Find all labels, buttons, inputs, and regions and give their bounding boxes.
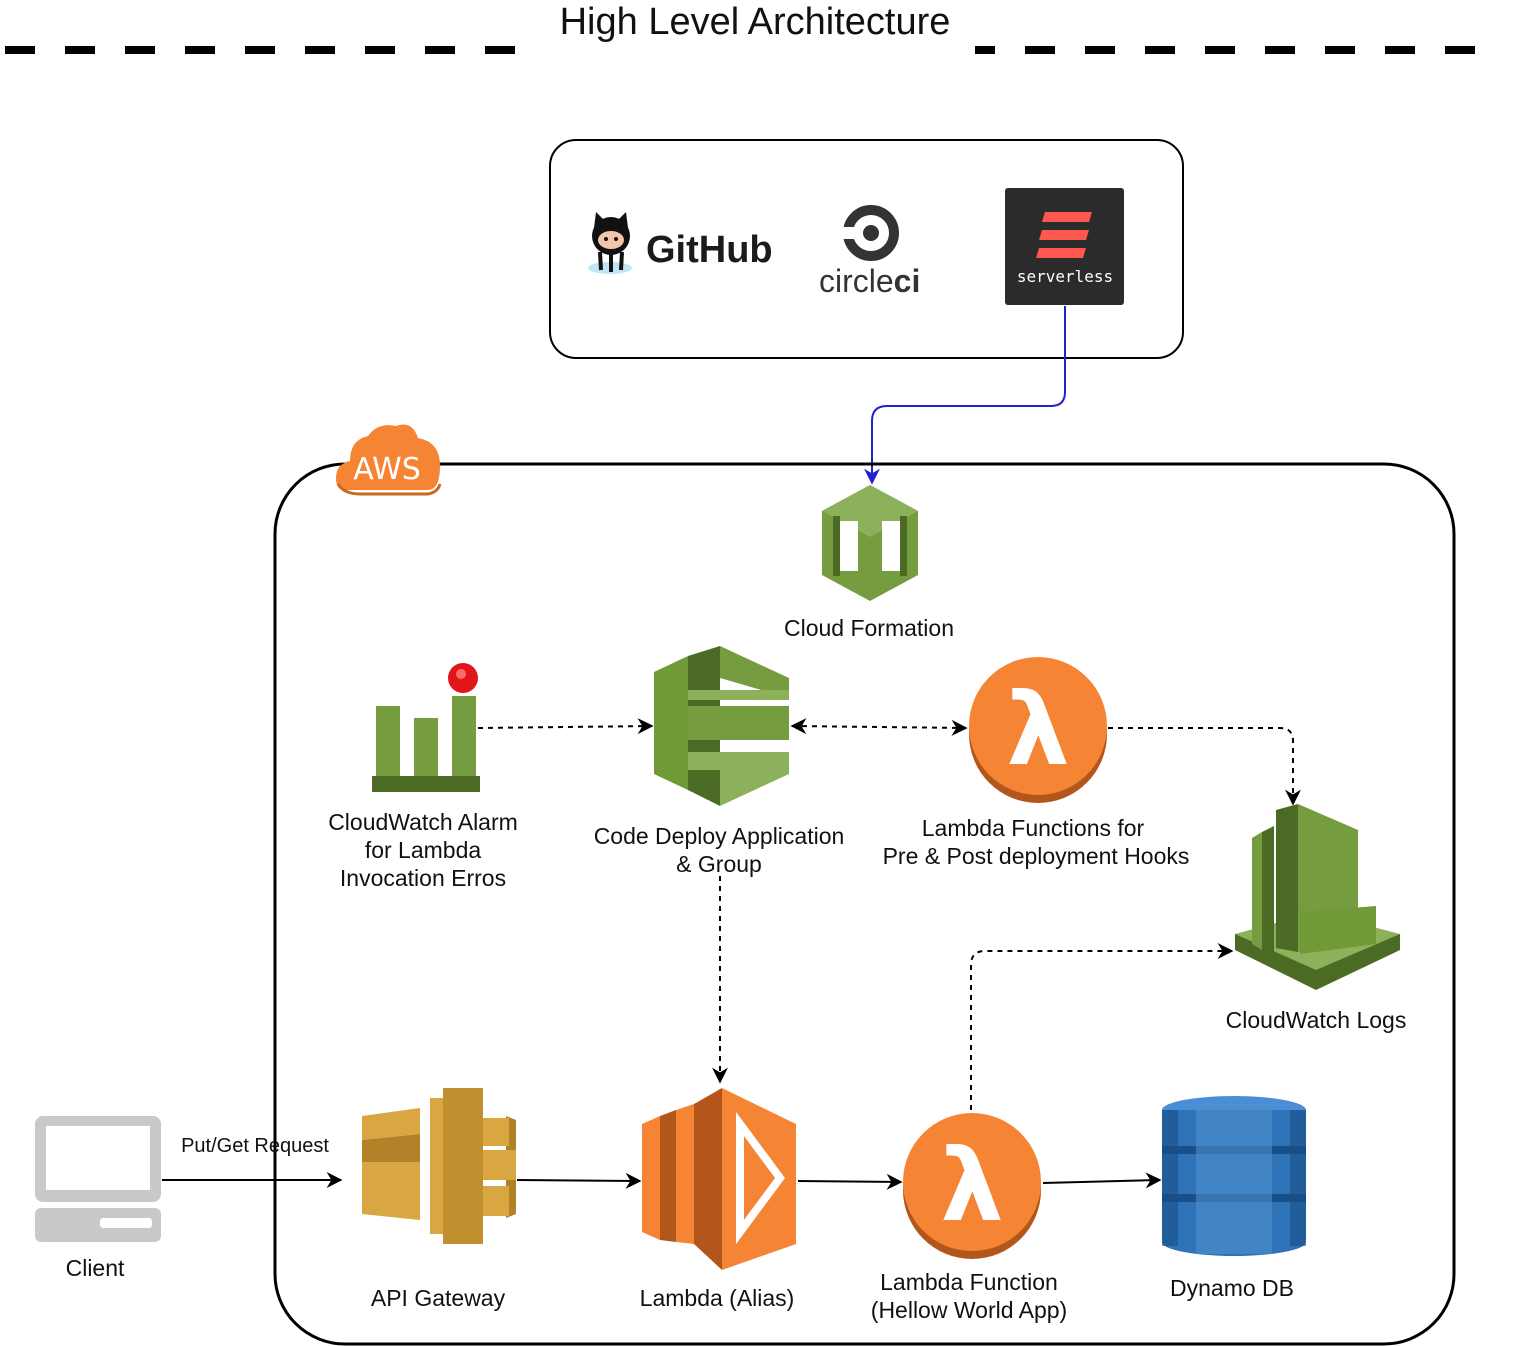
cloudwatch-alarm-icon [372, 663, 480, 792]
code-deploy-label-2: & Group [676, 851, 762, 877]
code-deploy-icon [654, 646, 789, 806]
github-logo: GitHub [588, 212, 773, 274]
circleci-logo: circleci [819, 205, 920, 299]
svg-text:λ: λ [1006, 671, 1069, 788]
api-gateway-icon [362, 1088, 516, 1244]
put-get-request-label: Put/Get Request [181, 1135, 329, 1157]
aws-container [273, 462, 1456, 1346]
title-section: High Level Architecture [5, 1, 1478, 68]
octocat-icon [588, 212, 632, 274]
lambda-function-label-2: (Hellow World App) [871, 1297, 1067, 1323]
laptop-icon [35, 1116, 161, 1242]
edge-function-to-logs [970, 943, 1234, 1110]
cloudwatch-alarm-label-1: CloudWatch Alarm [328, 809, 518, 835]
cloudwatch-alarm-label-3: Invocation Erros [340, 865, 506, 891]
edge-hooks-to-logs [1108, 727, 1301, 806]
lambda-hooks-icon: λ [969, 657, 1107, 803]
lambda-alias-label: Lambda (Alias) [640, 1285, 795, 1311]
serverless-logo: serverless [1005, 188, 1124, 305]
lambda-hooks-label-2: Pre & Post deployment Hooks [883, 843, 1190, 869]
lambda-function-icon: λ [903, 1113, 1041, 1259]
edge-function-to-dynamo [1042, 1172, 1162, 1189]
cloudwatch-logs-icon [1235, 804, 1400, 990]
page-title: High Level Architecture [560, 1, 951, 43]
edge-apigw-to-alias [516, 1172, 642, 1189]
dynamodb-label: Dynamo DB [1170, 1275, 1294, 1301]
serverless-wordmark: serverless [1017, 267, 1113, 286]
dynamodb-icon [1162, 1096, 1306, 1256]
code-deploy-label-1: Code Deploy Application [594, 823, 845, 849]
edge-codedeploy-hooks [790, 718, 968, 736]
lambda-alias-icon [642, 1088, 796, 1270]
cloudwatch-logs-label: CloudWatch Logs [1226, 1007, 1407, 1033]
lambda-hooks-label-1: Lambda Functions for [922, 815, 1145, 841]
aws-cloud-icon: AWS [336, 424, 442, 496]
cloudformation-icon [822, 485, 918, 601]
github-wordmark: GitHub [646, 229, 773, 271]
svg-text:λ: λ [940, 1127, 1003, 1244]
deploy-arrow [864, 306, 1066, 485]
serverless-icon [1036, 212, 1092, 258]
cloudwatch-alarm-label-2: for Lambda [365, 837, 482, 863]
cloud-formation-label: Cloud Formation [784, 615, 954, 641]
aws-badge-label: AWS [353, 452, 421, 487]
edge-alias-to-function [797, 1173, 903, 1190]
circleci-wordmark: circleci [819, 263, 920, 299]
edge-alarm-to-codedeploy [477, 718, 654, 735]
tools-box: GitHub circleci serverless [549, 139, 1184, 359]
lambda-function-label-1: Lambda Function [880, 1269, 1058, 1295]
api-gateway-label: API Gateway [371, 1285, 506, 1311]
client-label: Client [66, 1255, 125, 1281]
connectors [162, 718, 1301, 1190]
